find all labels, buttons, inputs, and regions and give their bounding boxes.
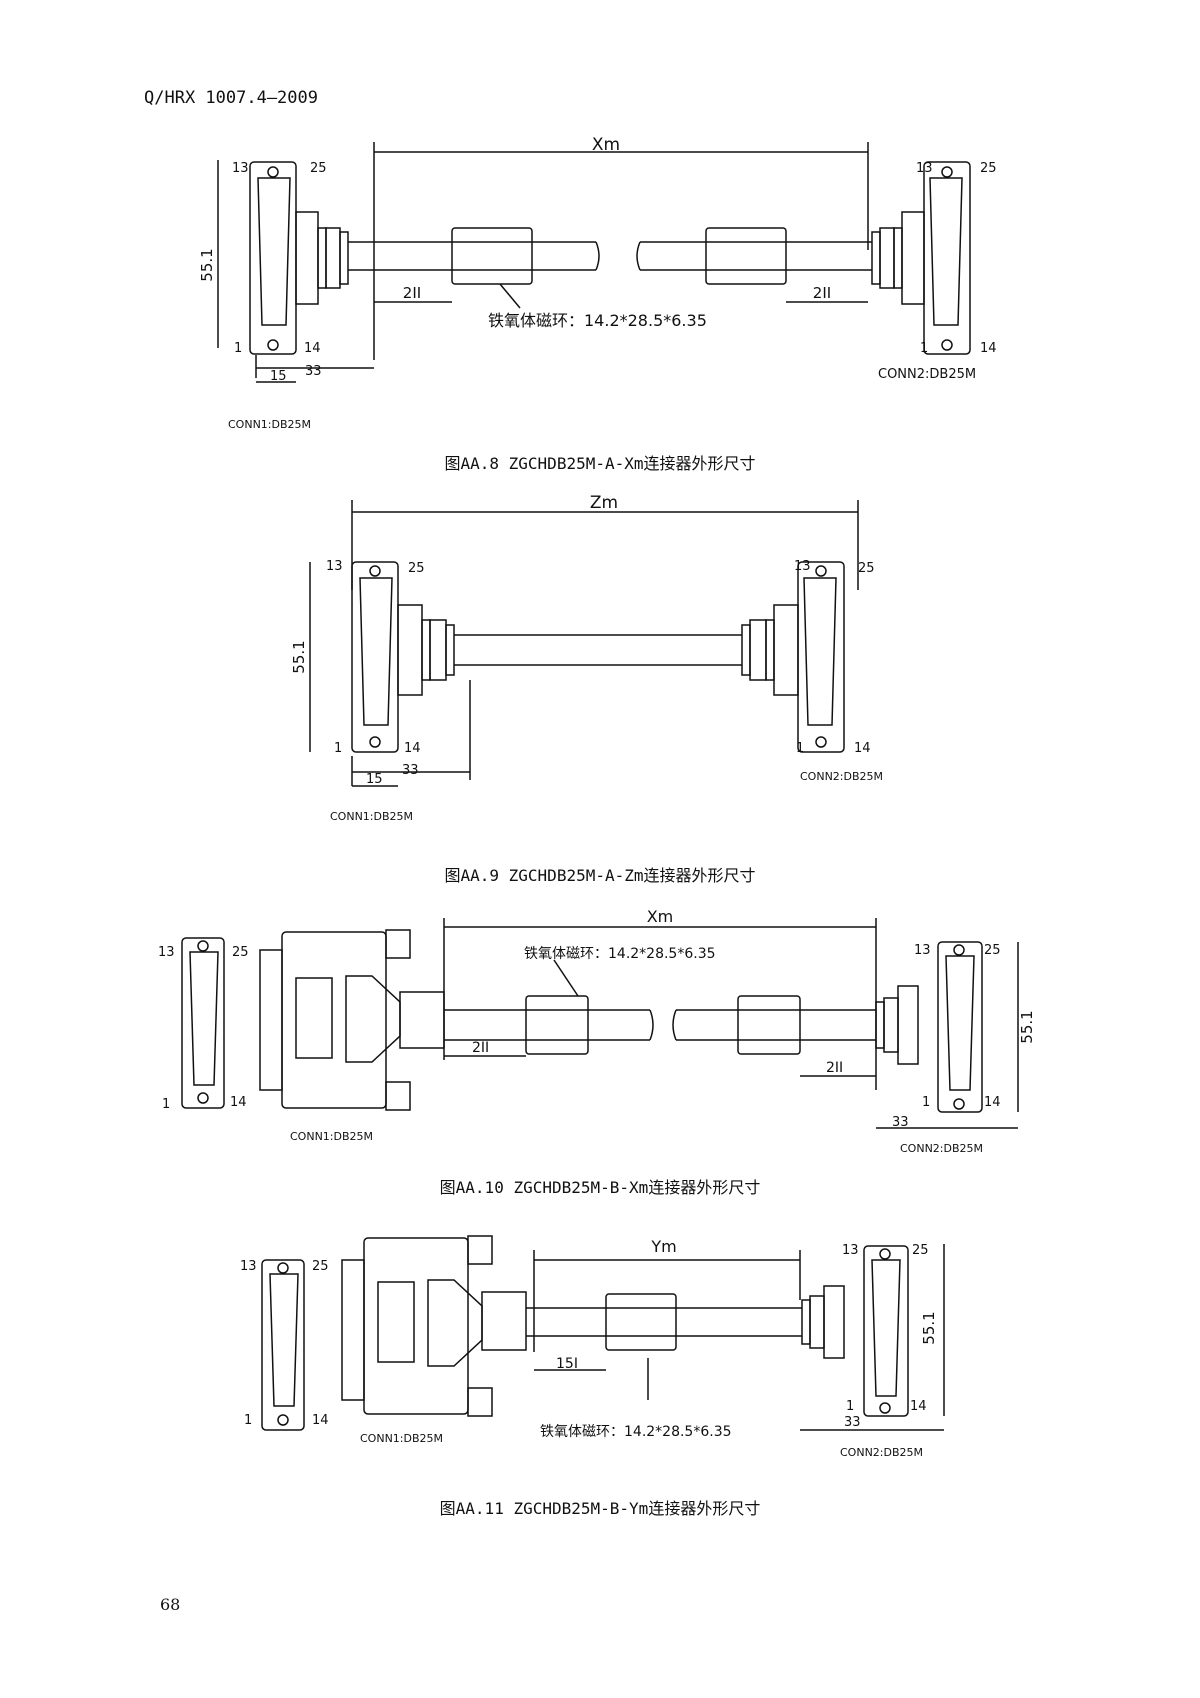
offset-left-label: 15I <box>556 1356 578 1372</box>
ferrite-note: 铁氧体磁环：14.2*28.5*6.35 <box>524 946 716 962</box>
figure-aa11-caption: 图AA.11 ZGCHDB25M-B-Ym连接器外形尺寸 <box>439 1499 761 1518</box>
dim-33-label: 33 <box>402 763 419 778</box>
height-label: 55.1 <box>290 640 308 673</box>
pin-label-14: 14 <box>312 1413 329 1428</box>
conn2-label: CONN2:DB25M <box>900 1142 983 1155</box>
height-label: 55.1 <box>920 1311 938 1344</box>
conn1-label: CONN1:DB25M <box>330 810 413 823</box>
pin-label-1: 1 <box>234 341 242 356</box>
pin-label-25: 25 <box>312 1259 329 1274</box>
conn2-label: CONN2:DB25M <box>878 367 976 382</box>
pin-label-14: 14 <box>404 741 421 756</box>
pin-label-14-right: 14 <box>984 1095 1001 1110</box>
conn1-label: CONN1:DB25M <box>228 418 311 431</box>
height-label: 55.1 <box>1018 1010 1036 1043</box>
pin-label-1-right: 1 <box>922 1095 930 1110</box>
ferrite-note: 铁氧体磁环：14.2*28.5*6.35 <box>540 1424 732 1440</box>
offset-right-label: 2II <box>826 1060 843 1076</box>
figure-aa8-drawing: Xm 55.1 2II 2II 铁氧体磁环：14.2*28.5*6.35 13 … <box>198 135 997 431</box>
pin-label-13-right: 13 <box>916 161 933 176</box>
pin-label-25: 25 <box>408 561 425 576</box>
height-label: 55.1 <box>198 248 216 281</box>
pin-label-14-right: 14 <box>854 741 871 756</box>
pin-label-1: 1 <box>244 1413 252 1428</box>
figure-aa11-drawing: Ym 55.1 15I 铁氧体磁环：14.2*28.5*6.35 13 25 1… <box>240 1235 945 1459</box>
length-label: Xm <box>592 135 620 155</box>
dim-15-label: 15 <box>366 772 383 787</box>
pin-label-25-right: 25 <box>912 1243 929 1258</box>
dim-33-label: 33 <box>892 1115 909 1130</box>
pin-label-13: 13 <box>326 559 343 574</box>
pin-label-25-right: 25 <box>980 161 997 176</box>
figure-aa8-caption: 图AA.8 ZGCHDB25M-A-Xm连接器外形尺寸 <box>444 454 756 473</box>
pin-label-14-right: 14 <box>910 1399 927 1414</box>
pin-label-13-right: 13 <box>914 943 931 958</box>
pin-label-14: 14 <box>230 1095 247 1110</box>
pin-label-1-right: 1 <box>846 1399 854 1414</box>
figure-aa10-drawing: Xm 55.1 2II 2II 铁氧体磁环：14.2*28.5*6.35 13 … <box>158 907 1036 1155</box>
page-number: 68 <box>160 1595 181 1614</box>
conn2-label: CONN2:DB25M <box>840 1446 923 1459</box>
figure-aa9-drawing: Zm 55.1 13 25 1 14 13 25 1 14 15 33 CONN… <box>290 493 883 823</box>
pin-label-25: 25 <box>232 945 249 960</box>
length-label: Xm <box>647 907 674 926</box>
dim-33-label: 33 <box>305 364 322 379</box>
pin-label-13-right: 13 <box>794 559 811 574</box>
figure-aa10-caption: 图AA.10 ZGCHDB25M-B-Xm连接器外形尺寸 <box>439 1178 761 1197</box>
pin-label-13: 13 <box>158 945 175 960</box>
pin-label-1-right: 1 <box>796 741 804 756</box>
conn2-label: CONN2:DB25M <box>800 770 883 783</box>
offset-left-label: 2II <box>403 284 421 302</box>
pin-label-13: 13 <box>232 161 249 176</box>
pin-label-14-right: 14 <box>980 341 997 356</box>
conn1-label: CONN1:DB25M <box>360 1432 443 1445</box>
ferrite-note: 铁氧体磁环：14.2*28.5*6.35 <box>488 311 707 330</box>
document-code: Q/HRX 1007.4—2009 <box>144 88 318 108</box>
pin-label-1-right: 1 <box>920 341 928 356</box>
dim-33-label: 33 <box>844 1415 861 1430</box>
length-label: Zm <box>590 493 618 513</box>
pin-label-25-right: 25 <box>984 943 1001 958</box>
dim-15-label: 15 <box>270 369 287 384</box>
length-label: Ym <box>650 1237 676 1256</box>
pin-label-25-right: 25 <box>858 561 875 576</box>
pin-label-14: 14 <box>304 341 321 356</box>
pin-label-13-right: 13 <box>842 1243 859 1258</box>
offset-right-label: 2II <box>813 284 831 302</box>
figure-aa9-caption: 图AA.9 ZGCHDB25M-A-Zm连接器外形尺寸 <box>444 866 756 885</box>
offset-left-label: 2II <box>472 1040 489 1056</box>
pin-label-13: 13 <box>240 1259 257 1274</box>
pin-label-1: 1 <box>334 741 342 756</box>
pin-label-1: 1 <box>162 1097 170 1112</box>
pin-label-25: 25 <box>310 161 327 176</box>
conn1-label: CONN1:DB25M <box>290 1130 373 1143</box>
